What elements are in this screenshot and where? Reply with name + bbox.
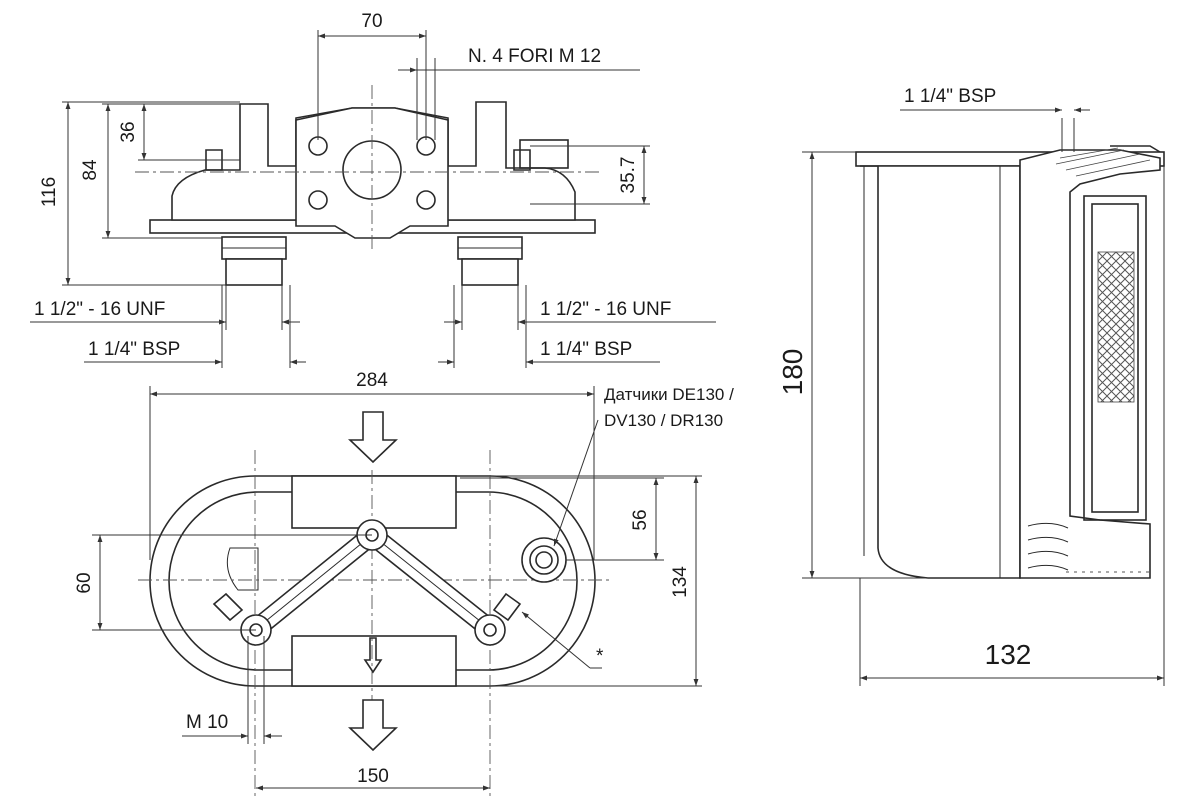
top-sensor-port — [521, 537, 567, 583]
front-port-right — [457, 236, 523, 286]
side-filter-frame — [1083, 195, 1147, 521]
dim-60-label: 60 — [74, 572, 95, 593]
sensors-line1-label: Датчики DE130 / — [604, 385, 734, 404]
top-nut-left — [212, 592, 244, 622]
front-bolt-hole — [416, 190, 436, 210]
sensors-leader — [553, 419, 599, 547]
thread-right-label: 1 1/2" - 16 UNF — [540, 299, 671, 320]
port-right-label: 1 1/4" BSP — [540, 339, 632, 360]
front-bolt-hole — [308, 190, 328, 210]
top-boss-right — [474, 614, 506, 646]
dim-116-label: 116 — [39, 177, 60, 207]
top-view: 284 — [74, 370, 734, 800]
front-view: 70 N. 4 FORI M 12 116 84 36 35.7 1 1/2" … — [30, 11, 716, 368]
side-canister — [860, 165, 1021, 579]
side-head-section — [1055, 147, 1151, 177]
dim-134-label: 134 — [670, 566, 691, 598]
port-left-label: 1 1/4" BSP — [88, 339, 180, 360]
thread-left-label: 1 1/2" - 16 UNF — [34, 299, 165, 320]
dim-36-label: 36 — [118, 121, 139, 142]
top-nut-right — [492, 592, 522, 622]
flow-in-arrow-icon — [348, 411, 398, 464]
dim-56-label: 56 — [630, 509, 651, 530]
flow-out-arrow-icon — [348, 699, 398, 752]
front-nipple-right — [513, 149, 531, 171]
top-pocket-left — [226, 547, 259, 591]
flow-inner-arrow-icon — [363, 637, 383, 674]
m10-label: M 10 — [186, 712, 228, 733]
dim-84-label: 84 — [80, 159, 101, 181]
dim-284-label: 284 — [356, 370, 388, 391]
front-top-box — [519, 139, 569, 169]
dim-150-label: 150 — [357, 766, 389, 787]
top-window-lower — [291, 635, 457, 687]
front-nipple-left — [205, 149, 223, 171]
front-port-left — [221, 236, 287, 286]
asterisk-leader — [521, 611, 591, 669]
side-view: 1 1/4" BSP 180 132 — [777, 86, 1165, 686]
side-head — [1019, 149, 1161, 579]
side-port-label: 1 1/4" BSP — [904, 86, 996, 107]
dim-35-7-label: 35.7 — [618, 157, 639, 194]
dim-70-label: 70 — [361, 11, 382, 32]
sensors-line2-label: DV130 / DR130 — [604, 411, 723, 430]
side-spring — [1027, 522, 1069, 571]
side-filter-mesh — [1097, 251, 1135, 403]
dim-132-label: 132 — [985, 639, 1032, 670]
dim-180-label: 180 — [777, 349, 808, 396]
holes-note-label: N. 4 FORI M 12 — [468, 46, 601, 67]
asterisk-label: * — [596, 646, 604, 667]
top-housing-inner — [168, 491, 578, 671]
